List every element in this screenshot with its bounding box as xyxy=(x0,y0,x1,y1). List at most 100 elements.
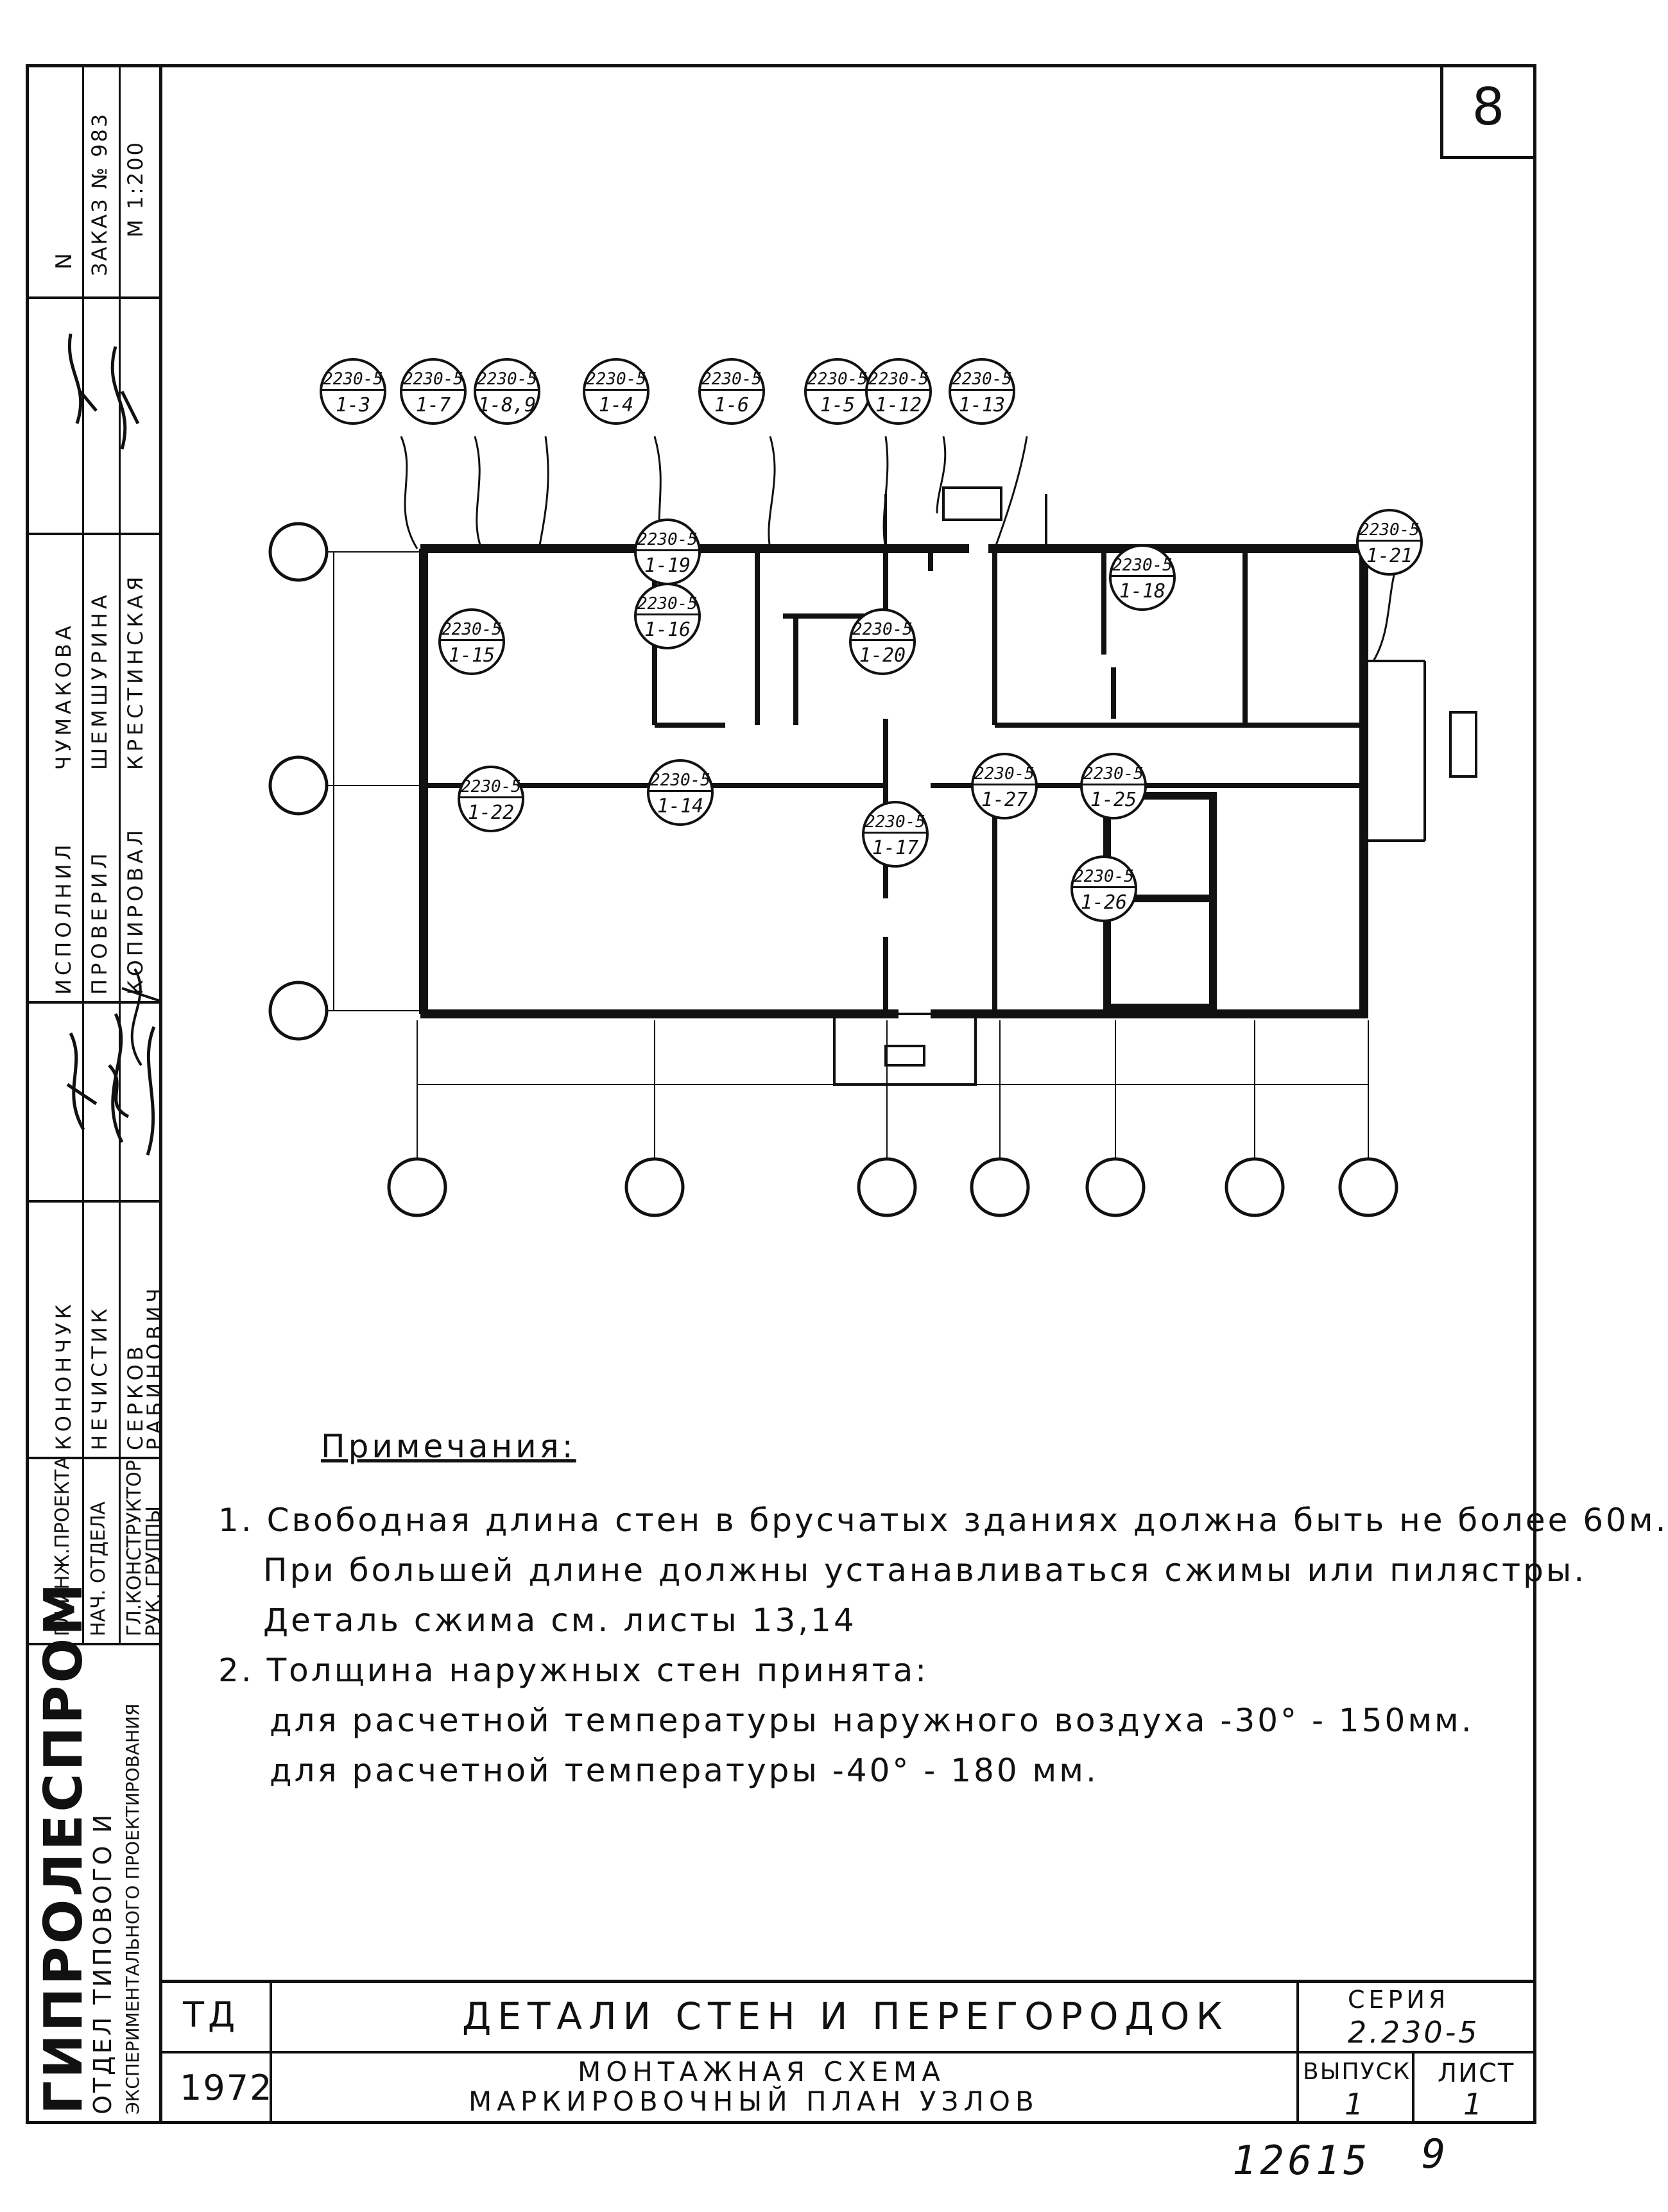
node-callout-number: 1-22 xyxy=(467,802,515,824)
signatures xyxy=(66,333,161,1156)
node-callout-1-16: 2230-5 1-16 xyxy=(634,583,701,649)
tb-title: ДЕТАЛИ СТЕН И ПЕРЕГОРОДОК xyxy=(462,1994,1229,2038)
node-callout-number: 1-3 xyxy=(335,394,371,416)
tb-series-value: 2.230-5 xyxy=(1348,2015,1480,2050)
stamp-n-label: N xyxy=(51,253,77,270)
node-callout-number: 1-7 xyxy=(415,394,451,416)
tb-issue-value: 1 xyxy=(1345,2087,1368,2122)
node-callout-1-27: 2230-5 1-27 xyxy=(971,753,1038,819)
node-callout-number: 1-5 xyxy=(820,394,855,416)
side-stamp-divider-2 xyxy=(26,533,162,535)
node-callout-1-3: 2230-5 1-3 xyxy=(320,358,386,425)
node-callout-1-22: 2230-5 1-22 xyxy=(458,766,524,832)
node-callout-number: 1-6 xyxy=(714,394,750,416)
stamp-dept-line2: ЭКСПЕРИМЕНТАЛЬНОГО ПРОЕКТИРОВАНИЯ xyxy=(122,1703,143,2114)
tb-td: ТД xyxy=(183,1994,239,2035)
node-callout-number: 1-21 xyxy=(1366,545,1413,567)
node-callout-series: 2230-5 xyxy=(868,370,929,391)
side-stamp-divider-4 xyxy=(26,1200,162,1203)
node-callout-1-6: 2230-5 1-6 xyxy=(698,358,765,425)
tb-sheet-value: 1 xyxy=(1463,2087,1486,2122)
node-callout-series: 2230-5 xyxy=(1112,556,1173,577)
node-callout-1-26: 2230-5 1-26 xyxy=(1070,855,1137,922)
side-stamp-divider-6 xyxy=(26,1643,162,1645)
node-callout-number: 1-14 xyxy=(657,795,704,818)
node-callout-series: 2230-5 xyxy=(585,370,647,391)
node-callout-series: 2230-5 xyxy=(1359,520,1420,542)
node-callout-1-15: 2230-5 1-15 xyxy=(438,608,505,675)
tb-series-label: СЕРИЯ xyxy=(1348,1985,1450,2014)
node-callout-series: 2230-5 xyxy=(974,764,1035,785)
node-callout-series: 2230-5 xyxy=(1083,764,1144,785)
side-stamp-col-2 xyxy=(119,64,121,1643)
node-callout-number: 1-16 xyxy=(644,619,691,641)
node-callout-series: 2230-5 xyxy=(441,620,503,641)
node-callout-1-21: 2230-5 1-21 xyxy=(1356,509,1423,576)
node-callout-number: 1-4 xyxy=(598,394,634,416)
node-callout-series: 2230-5 xyxy=(951,370,1013,391)
node-callout-series: 2230-5 xyxy=(476,370,538,391)
side-stamp-divider-5 xyxy=(26,1457,162,1459)
notes-heading: Примечания: xyxy=(321,1428,576,1465)
note-line-4: 2. Толщина наружных стен принята: xyxy=(218,1652,929,1689)
node-callout-1-8-9: 2230-5 1-8,9 xyxy=(474,358,540,425)
tb-subtitle-1: МОНТАЖНАЯ СХЕМА xyxy=(578,2056,945,2088)
node-callout-series: 2230-5 xyxy=(649,771,711,792)
node-callout-series: 2230-5 xyxy=(637,530,698,551)
stamp-name-2: НЕЧИСТИК xyxy=(87,1305,112,1450)
title-block-vline-3 xyxy=(1412,2051,1414,2124)
tb-subtitle-2: МАРКИРОВОЧНЫЙ ПЛАН УЗЛОВ xyxy=(469,2086,1039,2117)
node-callout-number: 1-15 xyxy=(448,644,495,667)
stamp-scale: М 1:200 xyxy=(123,141,148,237)
stamp-dept-line1: ОТДЕЛ ТИПОВОГО И xyxy=(89,1812,117,2114)
node-callout-number: 1-20 xyxy=(859,644,906,667)
node-callout-1-20: 2230-5 1-20 xyxy=(849,608,916,675)
node-callout-series: 2230-5 xyxy=(852,620,913,641)
node-callout-number: 1-26 xyxy=(1080,891,1128,914)
node-callout-number: 1-27 xyxy=(981,789,1028,811)
node-callout-number: 1-17 xyxy=(872,837,919,859)
stamp-org-name: ГИПРОЛЕСПРОМ xyxy=(33,1581,94,2114)
title-block-vline-1 xyxy=(270,1980,272,2124)
side-stamp-divider-3 xyxy=(26,1001,162,1004)
node-callout-series: 2230-5 xyxy=(1073,867,1135,888)
side-stamp-divider-1 xyxy=(26,296,162,299)
title-block-hline xyxy=(159,2051,1536,2053)
tb-sheet-label: ЛИСТ xyxy=(1438,2059,1515,2088)
node-callout-series: 2230-5 xyxy=(807,370,868,391)
stamp-name-4: РАБИНОВИЧ xyxy=(142,1284,167,1450)
node-callout-1-14: 2230-5 1-14 xyxy=(647,759,714,826)
note-line-2: При большей длине должны устанавливаться… xyxy=(263,1552,1587,1589)
node-callout-series: 2230-5 xyxy=(322,370,384,391)
note-line-5: для расчетной температуры наружного возд… xyxy=(270,1702,1474,1739)
note-line-6: для расчетной температуры -40° - 180 мм. xyxy=(270,1752,1099,1789)
title-block-vline-2 xyxy=(1296,1980,1299,2124)
node-callout-1-4: 2230-5 1-4 xyxy=(583,358,649,425)
node-callout-number: 1-12 xyxy=(875,394,922,416)
side-stamp xyxy=(26,64,162,2124)
node-callout-series: 2230-5 xyxy=(460,777,522,798)
side-stamp-col-1 xyxy=(82,64,84,1643)
sheet-number-box xyxy=(1440,64,1536,159)
note-line-3: Деталь сжима см. листы 13,14 xyxy=(263,1602,857,1639)
node-callout-series: 2230-5 xyxy=(864,812,926,834)
stamp-role-1: ГЛ.ИНЖ.ПРОЕКТА xyxy=(51,1456,74,1636)
tb-year: 1972 xyxy=(180,2068,273,2108)
page-number: 9 xyxy=(1422,2131,1446,2177)
node-callout-number: 1-8,9 xyxy=(477,394,537,416)
node-callout-1-12: 2230-5 1-12 xyxy=(865,358,932,425)
stamp-role-4: РУК. ГРУППЫ xyxy=(142,1506,165,1636)
inventory-number: 12615 xyxy=(1232,2137,1371,2184)
node-callout-series: 2230-5 xyxy=(637,594,698,615)
note-line-1: 1. Свободная длина стен в брусчатых здан… xyxy=(218,1502,1668,1539)
tb-issue-label: ВЫПУСК xyxy=(1303,2059,1411,2085)
stamp-order-no: ЗАКАЗ № 983 xyxy=(87,112,112,276)
stamp-role-2: НАЧ. ОТДЕЛА xyxy=(87,1501,110,1636)
node-callout-series: 2230-5 xyxy=(701,370,762,391)
sheet-number: 8 xyxy=(1472,77,1505,137)
